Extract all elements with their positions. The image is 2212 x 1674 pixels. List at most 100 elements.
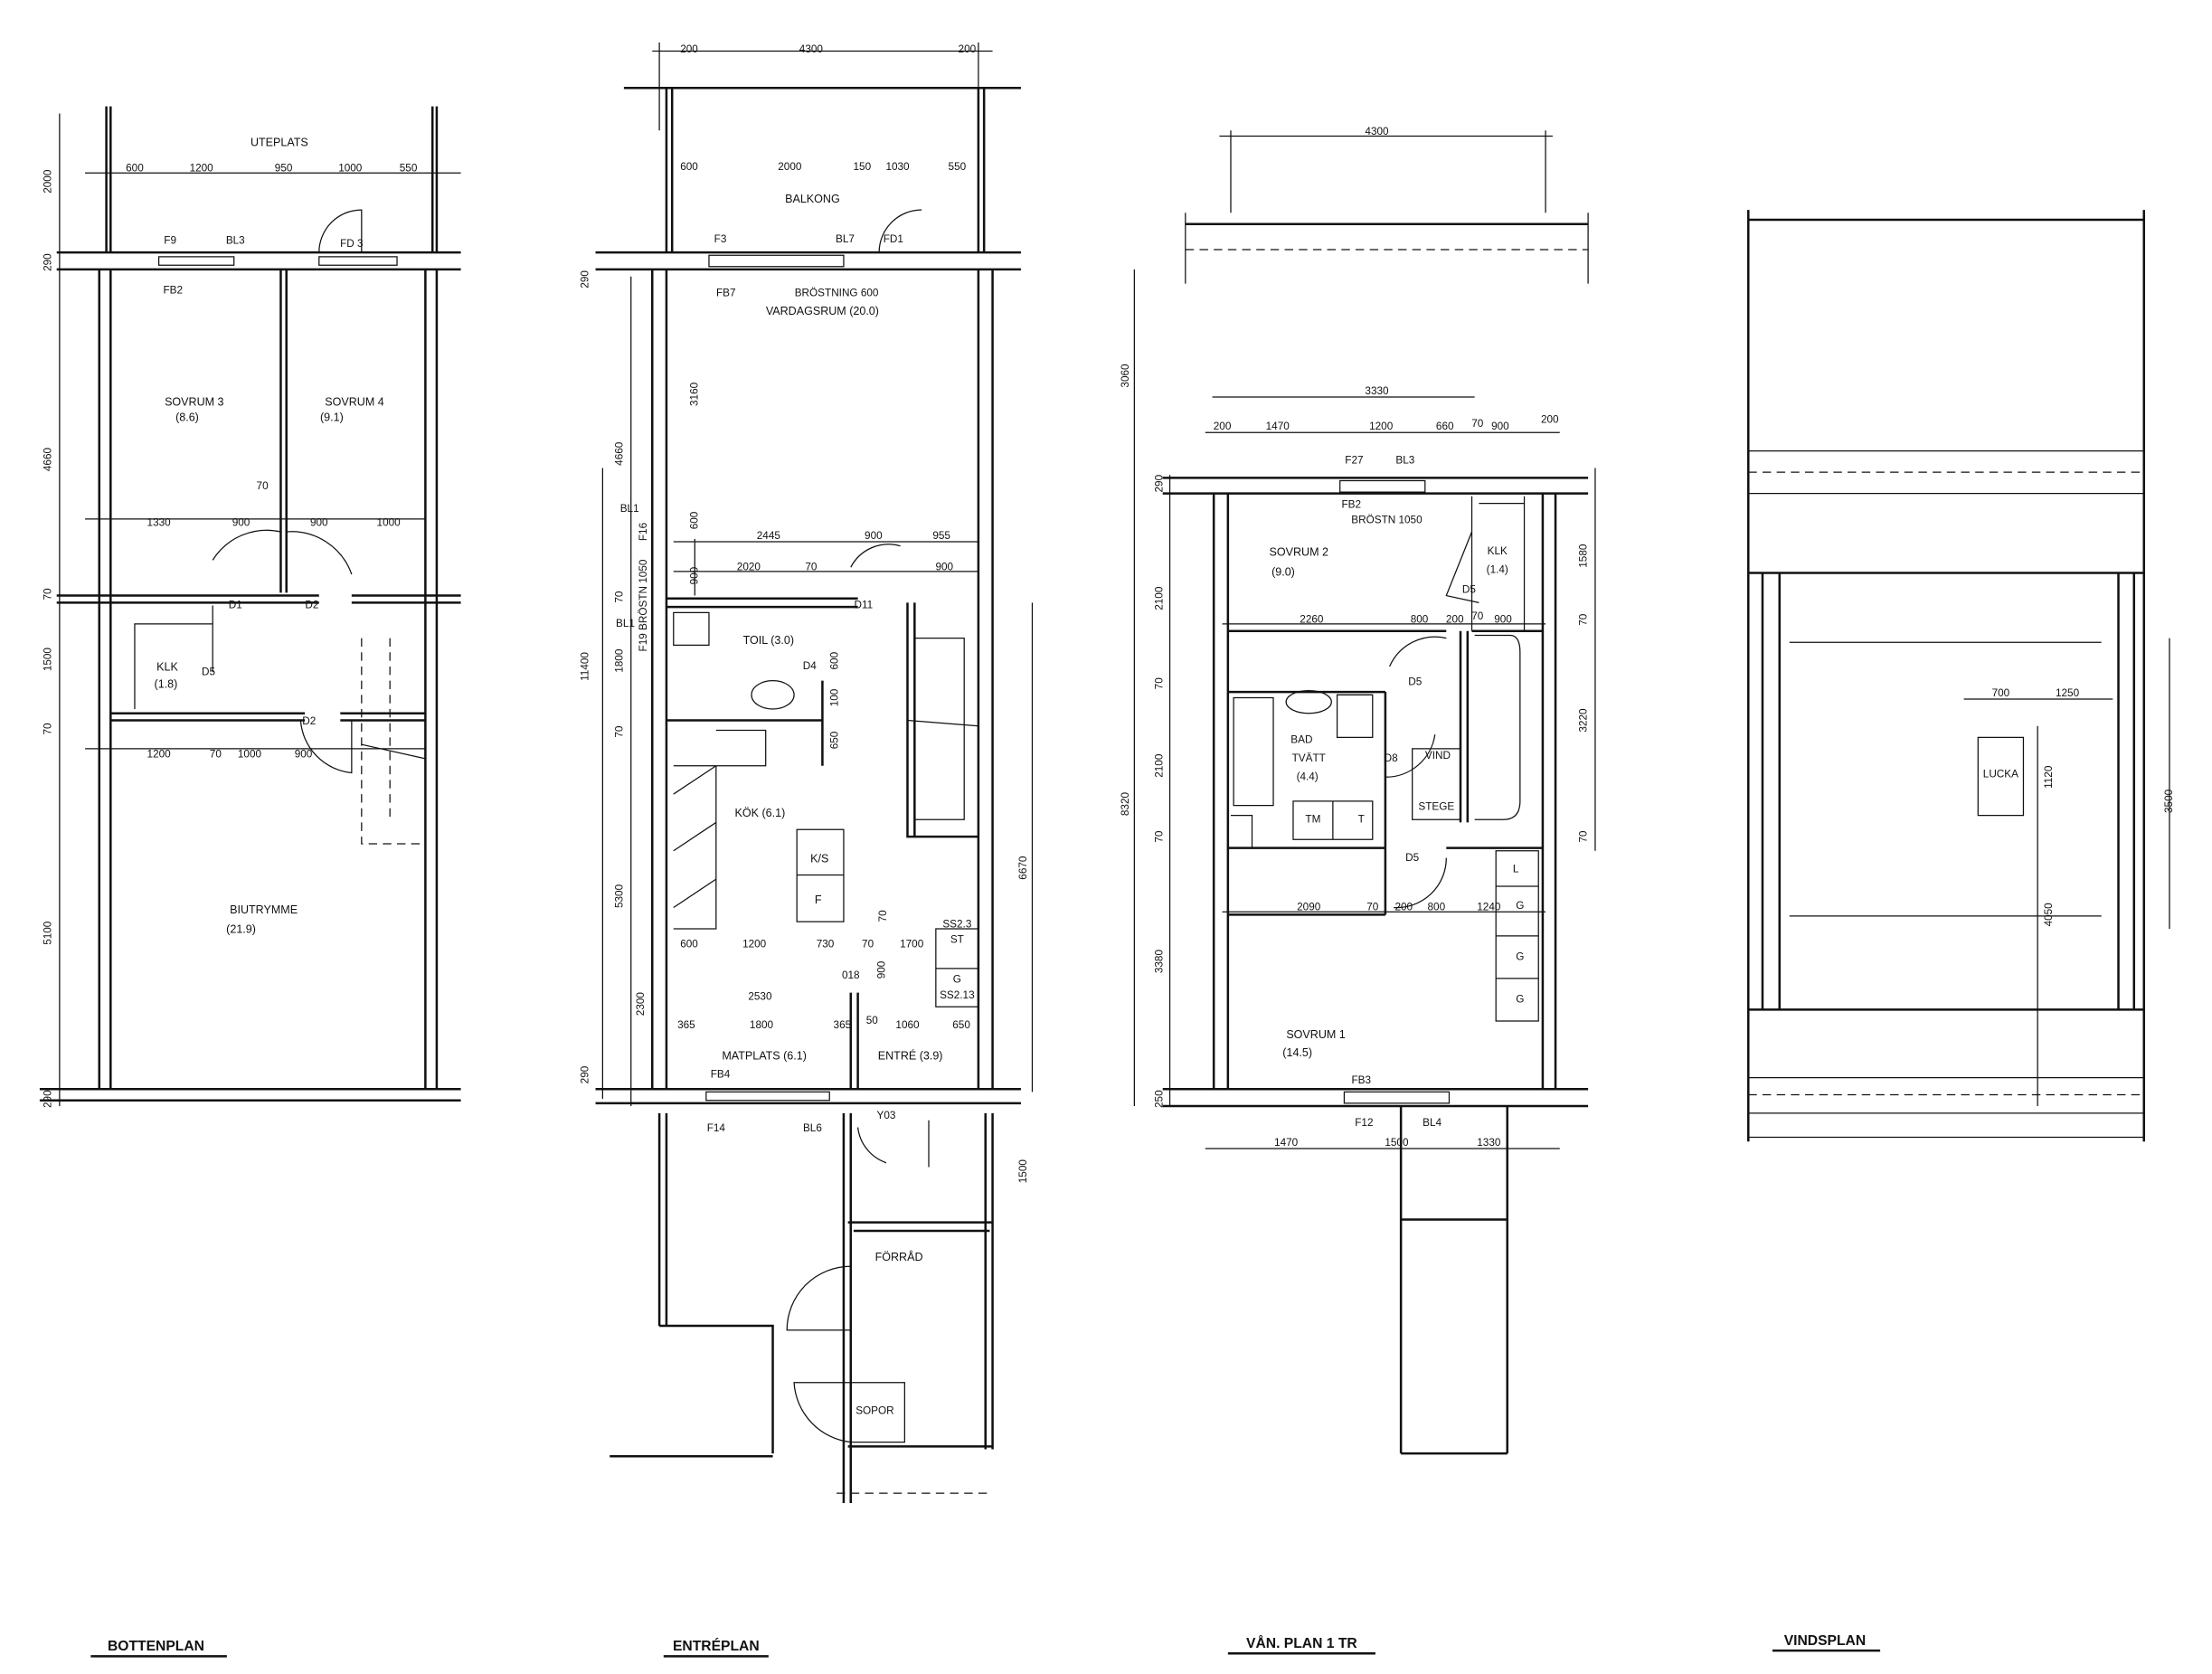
dimension: 70 xyxy=(1578,830,1590,843)
dimension: 550 xyxy=(949,161,967,173)
room-label: TOIL (3.0) xyxy=(743,634,794,647)
dimension: 600 xyxy=(688,511,700,529)
dimension: 200 xyxy=(680,43,698,55)
van-plan-1-dimension-lines xyxy=(1133,269,1596,1149)
dimension: 70 xyxy=(257,480,269,492)
bottenplan-dimension-lines xyxy=(59,113,461,1107)
dimension: 1330 xyxy=(1477,1137,1501,1149)
window-code: BL4 xyxy=(1423,1117,1442,1129)
dimension: 600 xyxy=(126,163,144,175)
dimension: 1500 xyxy=(1017,1159,1029,1184)
room-area: (14.5) xyxy=(1282,1046,1312,1059)
door-code: D2 xyxy=(305,600,318,611)
dimension: 900 xyxy=(310,517,328,529)
dimension: 5100 xyxy=(42,921,53,945)
dimension: 6670 xyxy=(1017,856,1029,880)
dimension: 70 xyxy=(613,591,625,603)
dimension: 1200 xyxy=(190,163,214,175)
room-area: (9.1) xyxy=(320,411,344,424)
appliance-label: F xyxy=(815,894,822,906)
door-code: D4 xyxy=(803,660,817,672)
dimension: 50 xyxy=(866,1015,879,1026)
dimension: 4050 xyxy=(2043,903,2055,927)
room-label: KLK xyxy=(156,661,178,674)
dimension: 70 xyxy=(1471,610,1484,622)
vindsplan: LUCKA 700 1250 1120 4050 3500 VINDSPLAN xyxy=(1747,210,2175,1652)
dimension: 70 xyxy=(1366,902,1379,913)
window-code: F16 xyxy=(638,522,649,541)
door-code: D8 xyxy=(1385,752,1398,764)
dimension: 4660 xyxy=(613,441,625,466)
room-area: (1.8) xyxy=(155,677,178,690)
room-label: TVÄTT xyxy=(1292,752,1326,764)
room-area: (9.0) xyxy=(1271,566,1295,579)
room-label: STEGE xyxy=(1418,800,1454,812)
dimension: 2100 xyxy=(1154,753,1166,778)
room-area: (8.6) xyxy=(175,411,199,424)
door-code: FD1 xyxy=(884,233,903,245)
window-code: F19 BRÖSTN 1050 xyxy=(638,559,649,651)
window-code: FB2 xyxy=(1341,498,1361,510)
dimension: 1800 xyxy=(613,648,625,673)
door-code: D11 xyxy=(855,600,874,611)
vindsplan-walls xyxy=(1747,210,2170,1142)
appliance-label: K/S xyxy=(810,852,828,865)
note: BRÖSTN 1050 xyxy=(1351,515,1423,526)
dimension: 4300 xyxy=(799,43,824,55)
dimension: 11400 xyxy=(580,652,591,681)
door-code: D5 xyxy=(1405,852,1419,864)
dimension: 600 xyxy=(680,938,698,950)
entreplan: BALKONG VARDAGSRUM (20.0) BRÖSTNING 600 … xyxy=(580,43,1034,1658)
window-code: F27 xyxy=(1345,455,1363,467)
room-label: SOVRUM 4 xyxy=(325,395,383,408)
room-label: SOVRUM 1 xyxy=(1286,1028,1345,1041)
hatch-label: LUCKA xyxy=(1983,768,2018,780)
wardrobe-label: G xyxy=(1516,951,1524,963)
window-code: BL3 xyxy=(1395,455,1414,467)
door-code: D5 xyxy=(202,666,215,677)
dimension: 365 xyxy=(834,1019,852,1031)
dimension: 100 xyxy=(829,688,841,706)
room-label: SOVRUM 3 xyxy=(165,395,223,408)
dimension: 200 xyxy=(1394,902,1413,913)
window-code: BL3 xyxy=(226,235,245,247)
dimension: 70 xyxy=(1578,613,1590,626)
room-area: (1.4) xyxy=(1487,563,1508,575)
room-label: BALKONG xyxy=(785,193,840,205)
dimension: 290 xyxy=(42,1090,53,1108)
dimension: 650 xyxy=(829,731,841,749)
entreplan-dimension-lines xyxy=(601,276,1034,1107)
room-label: MATPLATS (6.1) xyxy=(722,1049,807,1062)
dimension: 1000 xyxy=(238,748,262,760)
dimension: 3500 xyxy=(2163,789,2175,813)
appliance-code: SS2.3 xyxy=(942,918,971,930)
dimension: 70 xyxy=(42,723,53,735)
appliance-label: ST xyxy=(950,934,964,946)
dimension: 3330 xyxy=(1365,385,1389,397)
dimension: 2000 xyxy=(42,169,53,194)
entreplan-walls xyxy=(595,43,1021,1504)
dimension: 70 xyxy=(42,588,53,601)
dimension: 1200 xyxy=(742,938,767,950)
door-code: FD 3 xyxy=(340,238,364,250)
dimension: 2000 xyxy=(778,161,802,173)
dimension: 290 xyxy=(580,1065,591,1083)
dimension: 3380 xyxy=(1154,950,1166,974)
dimension: 660 xyxy=(1436,421,1454,432)
dimension: 70 xyxy=(210,748,222,760)
dimension: 600 xyxy=(680,161,698,173)
dimension: 900 xyxy=(295,748,313,760)
dimension: 1800 xyxy=(750,1019,774,1031)
dimension: 3220 xyxy=(1578,708,1590,733)
room-label: UTEPLATS xyxy=(251,137,308,149)
dimension: 1060 xyxy=(895,1019,920,1031)
appliance-code: SS2.13 xyxy=(940,989,975,1001)
window-code: BL6 xyxy=(803,1122,822,1134)
door-code: D1 xyxy=(229,600,242,611)
dimension: 900 xyxy=(1491,421,1509,432)
dimension: 700 xyxy=(1992,687,2010,699)
dimension: 1250 xyxy=(2056,687,2080,699)
dimension: 1120 xyxy=(2043,765,2055,789)
dimension: 290 xyxy=(580,270,591,288)
window-code: F14 xyxy=(707,1122,726,1134)
